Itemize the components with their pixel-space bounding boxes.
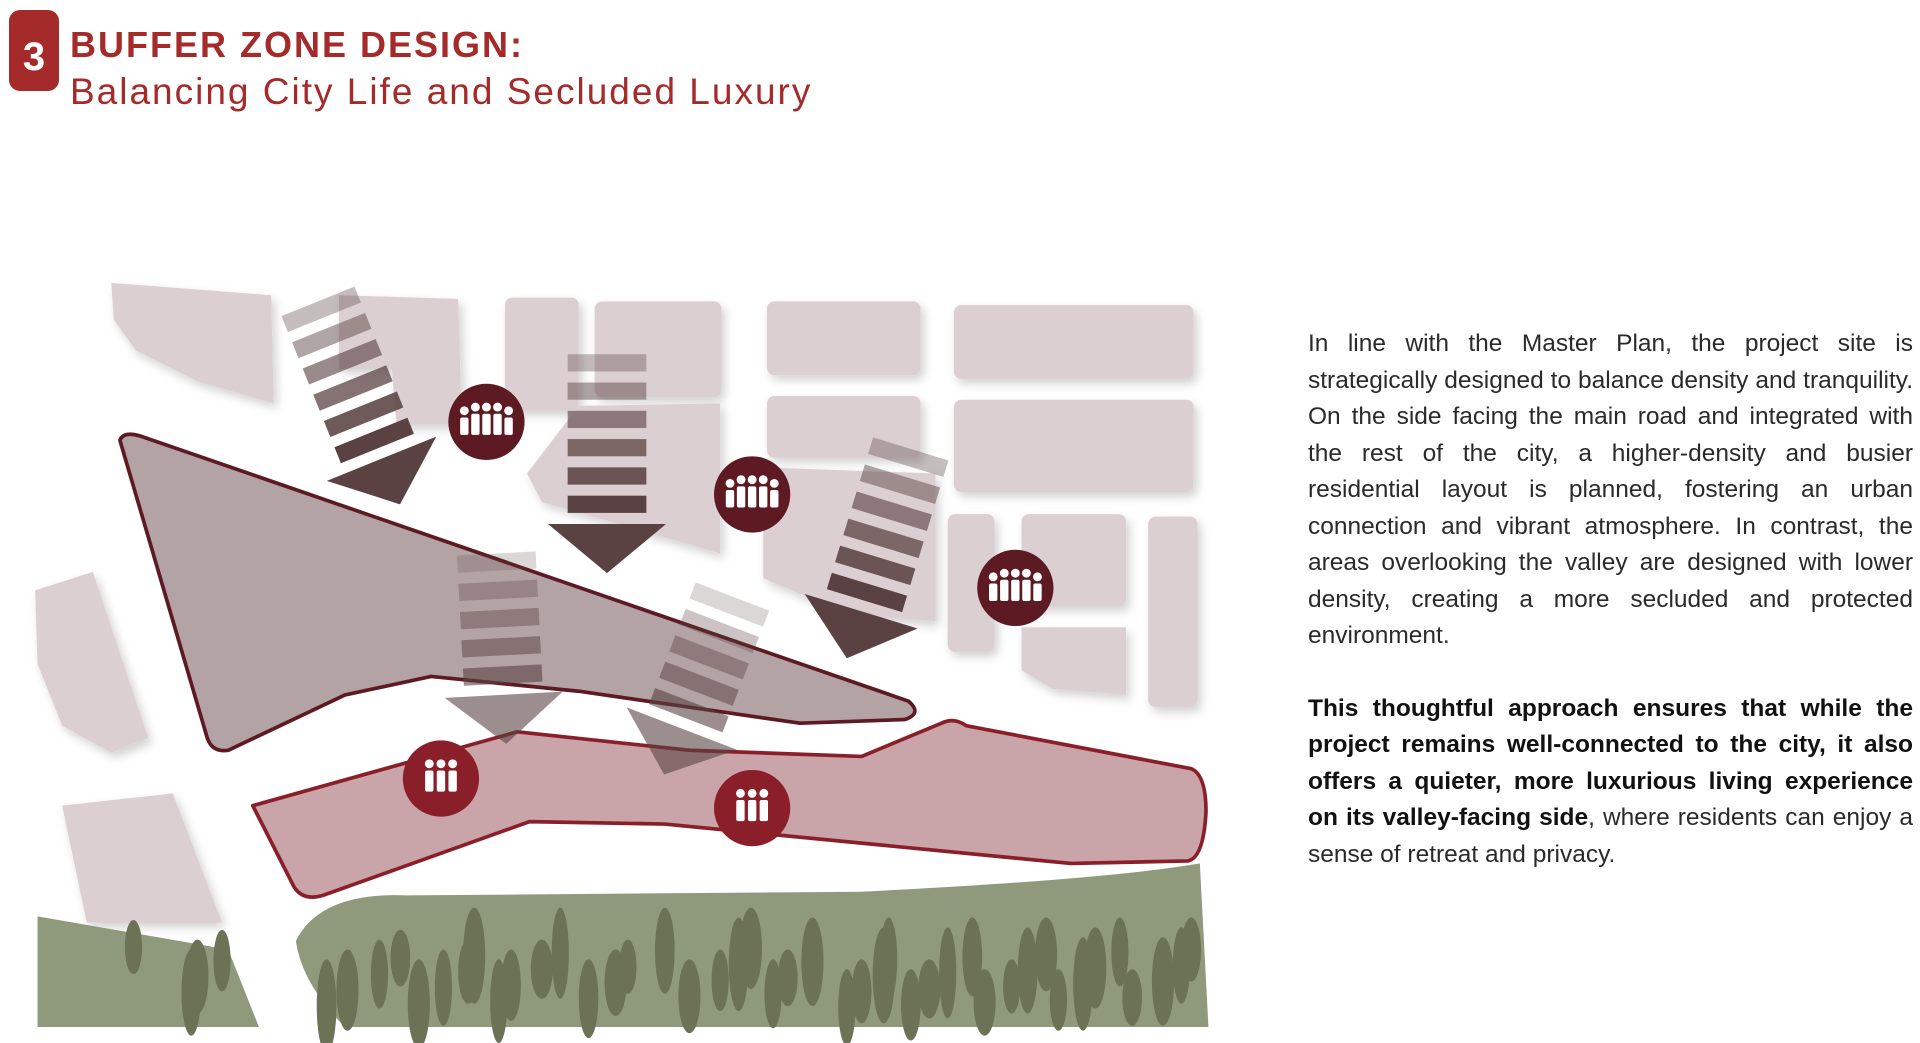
flow-arrow-icon	[444, 551, 563, 744]
city-blocks	[35, 282, 1198, 923]
flow-arrow-icon	[281, 286, 437, 505]
tree-icon	[1122, 969, 1143, 1026]
tree-icon	[1003, 959, 1021, 1014]
tree-icon	[777, 949, 798, 1007]
flow-arrow-icon	[804, 437, 949, 659]
tree-icon	[501, 949, 521, 1021]
tree-icon	[213, 929, 231, 992]
tree-icon	[918, 959, 941, 1019]
tree-icon	[973, 969, 996, 1036]
tree-icon	[1181, 917, 1202, 982]
tree-icon	[463, 907, 486, 1004]
description-highlight: This thoughtful approach ensures that wh…	[1308, 694, 1913, 832]
tree-icon	[654, 907, 675, 994]
description-paragraph-2: This thoughtful approach ensures that wh…	[1308, 691, 1913, 874]
tree-icon	[434, 949, 453, 1026]
section-number: 3	[22, 35, 46, 79]
description: In line with the Master Plan, the projec…	[1308, 326, 1913, 909]
tree-icon	[1111, 917, 1129, 987]
high-density-zone	[118, 432, 917, 753]
flow-arrows	[281, 286, 949, 775]
description-paragraph-1: In line with the Master Plan, the projec…	[1308, 330, 1913, 649]
tree-icon	[336, 949, 359, 1031]
tree-icon	[838, 969, 856, 1043]
crowd-icon	[977, 549, 1054, 627]
section-number-badge: 3	[9, 10, 59, 91]
flow-arrow-icon	[547, 354, 667, 574]
tree-icon	[711, 949, 729, 1012]
tree-icon	[900, 969, 921, 1041]
crowd-icon	[448, 383, 525, 461]
flow-arrow-icon	[626, 582, 770, 775]
tree-icon	[939, 927, 957, 1019]
tree-icon	[1035, 917, 1058, 992]
tree-icon	[764, 959, 782, 1029]
tree-icon	[1049, 969, 1068, 1031]
tree-icon	[551, 907, 569, 999]
tree-icon	[619, 939, 637, 994]
tree-icon	[880, 917, 898, 1002]
density-icons	[402, 383, 1054, 847]
group-icon	[402, 740, 480, 817]
tree-icon	[370, 939, 389, 1009]
tree-icon	[316, 959, 337, 1043]
tree-icon	[1017, 927, 1038, 1014]
tree-icon	[1084, 927, 1107, 1009]
crowd-icon	[714, 456, 791, 533]
tree-icon	[530, 939, 553, 999]
section-title: BUFFER ZONE DESIGN:	[70, 24, 525, 65]
tree-icon	[390, 929, 411, 987]
tree-icon	[578, 959, 599, 1039]
trees	[124, 907, 1202, 1043]
tree-icon	[739, 907, 762, 989]
group-icon	[714, 769, 791, 847]
description-rest: , where residents can enjoy a sense of r…	[1308, 804, 1914, 868]
tree-icon	[186, 939, 209, 1014]
tree-icon	[962, 917, 983, 997]
tree-icon	[851, 959, 872, 1024]
tree-icon	[678, 959, 701, 1034]
tree-icon	[407, 959, 430, 1043]
tree-icon	[1151, 937, 1175, 1026]
tree-icon	[801, 917, 824, 1007]
tree-icon	[124, 920, 143, 975]
section-subtitle: Balancing City Life and Secluded Luxury	[70, 71, 813, 112]
